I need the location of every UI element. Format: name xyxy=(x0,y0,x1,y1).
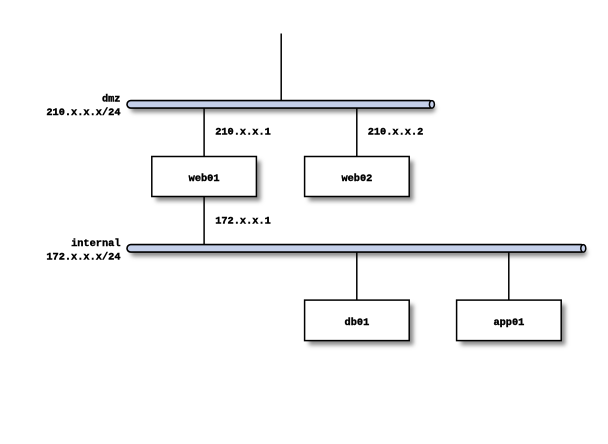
svg-text:210.x.x.2: 210.x.x.2 xyxy=(368,127,424,139)
svg-text:db01: db01 xyxy=(345,317,370,329)
svg-text:210.x.x.x/24: 210.x.x.x/24 xyxy=(46,107,120,119)
svg-text:dmz: dmz xyxy=(102,93,121,105)
svg-text:web02: web02 xyxy=(341,173,372,185)
svg-text:internal: internal xyxy=(71,238,120,250)
svg-text:web01: web01 xyxy=(189,173,220,185)
svg-text:172.x.x.1: 172.x.x.1 xyxy=(215,215,271,227)
svg-text:172.x.x.x/24: 172.x.x.x/24 xyxy=(46,251,120,263)
svg-text:210.x.x.1: 210.x.x.1 xyxy=(215,127,271,139)
svg-text:app01: app01 xyxy=(493,317,524,329)
